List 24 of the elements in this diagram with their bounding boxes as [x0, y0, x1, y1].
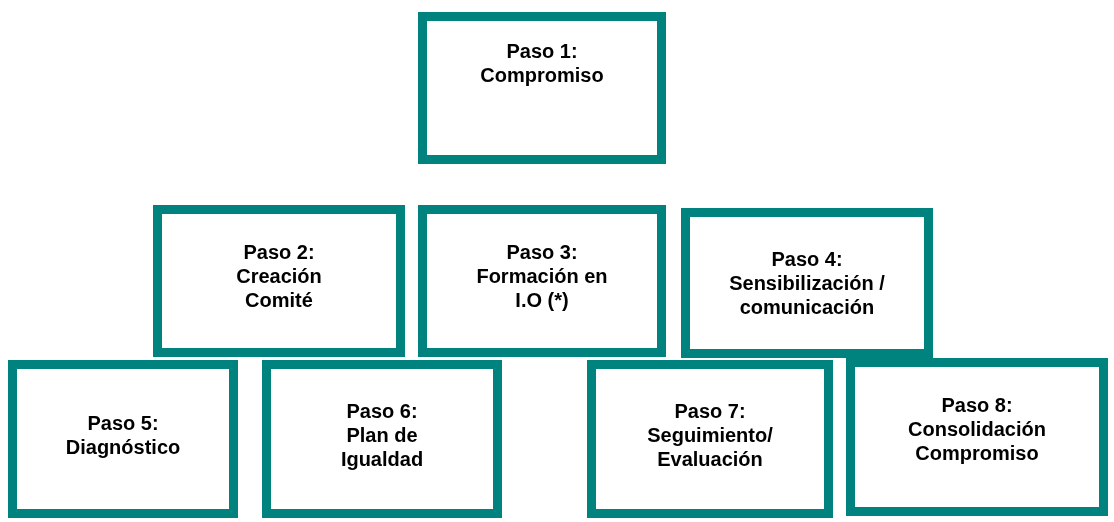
step-title: Sensibilización / comunicación: [728, 271, 886, 319]
step-title: Diagnóstico: [65, 435, 181, 459]
step-title: Creación Comité: [235, 264, 323, 312]
step-title: Compromiso: [480, 63, 604, 87]
step-box: [418, 205, 666, 357]
step-box: [262, 360, 502, 518]
step-number: Paso 2:: [243, 240, 315, 264]
step-number: Paso 4:: [771, 247, 843, 271]
step-number: Paso 6:: [346, 399, 418, 423]
step-title: Plan de Igualdad: [339, 423, 425, 471]
step-box: [418, 12, 666, 164]
step-number: Paso 3:: [506, 240, 578, 264]
step-number: Paso 8:: [941, 393, 1013, 417]
step-box: [846, 358, 1108, 516]
step-number: Paso 7:: [674, 399, 746, 423]
step-number: Paso 5:: [87, 411, 159, 435]
step-title: Seguimiento/ Evaluación: [646, 423, 774, 471]
step-box: [8, 360, 238, 518]
step-title: Formación en I.O (*): [475, 264, 609, 312]
step-box: [681, 208, 933, 358]
step-number: Paso 1:: [506, 39, 578, 63]
step-box: [153, 205, 405, 357]
step-title: Consolidación Compromiso: [907, 417, 1047, 465]
step-box: [587, 360, 833, 518]
